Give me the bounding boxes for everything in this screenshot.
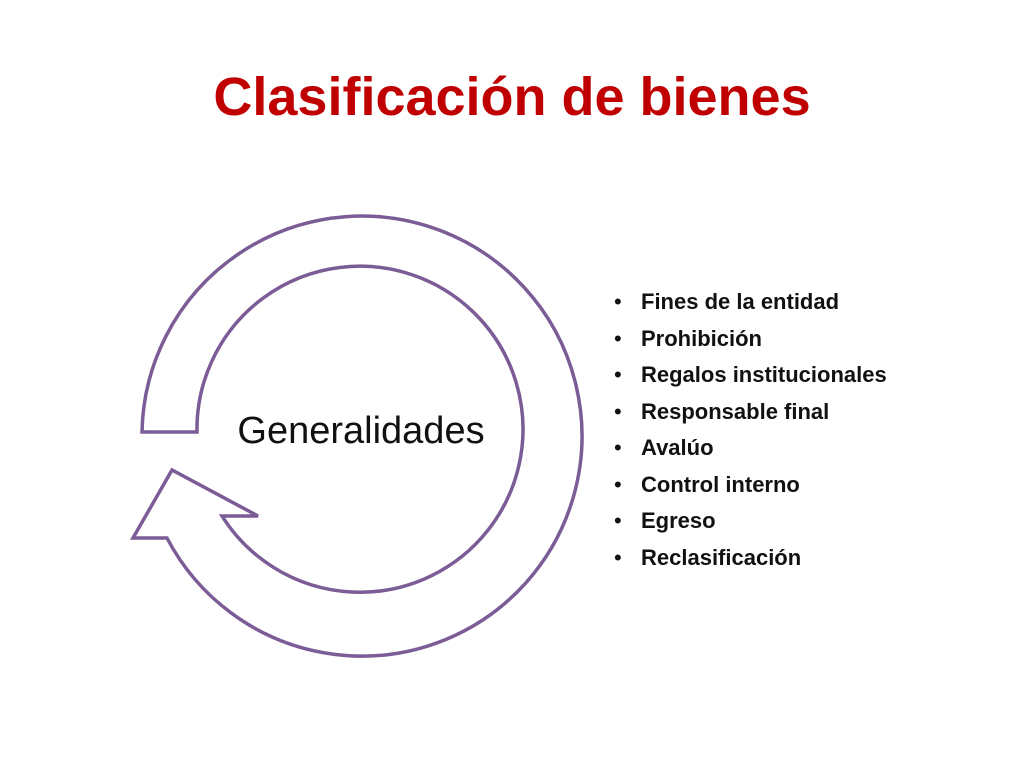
list-item: • Fines de la entidad [614, 284, 887, 321]
bullet-marker: • [614, 435, 622, 460]
list-item: • Regalos institucionales [614, 357, 887, 394]
bullet-marker: • [614, 398, 622, 424]
bullet-marker: • [614, 325, 622, 351]
list-item-label: Responsable final [641, 398, 830, 424]
list-item: • Avalúo [614, 430, 887, 467]
list-item: • Prohibición [614, 321, 887, 358]
list-item: • Egreso [614, 503, 887, 540]
list-item: • Responsable final [614, 394, 887, 431]
bullet-list: • Fines de la entidad • Prohibición • Regalos… [614, 284, 887, 576]
bullet-marker: • [614, 362, 622, 387]
circular-arrow-shape [129, 214, 584, 658]
list-item: • Reclasificación [614, 540, 887, 577]
center-label: Generalidades [237, 410, 485, 452]
list-item: • Control interno [614, 467, 887, 504]
list-item-label: Egreso [641, 508, 716, 533]
slide-title: Clasificación de bienes [213, 67, 811, 127]
bullet-marker: • [614, 289, 622, 314]
list-item-label: Regalos institucionales [641, 362, 887, 387]
list-item-label: Reclasificación [641, 544, 802, 570]
list-item-label: Fines de la entidad [641, 289, 840, 314]
list-item-label: Avalúo [641, 435, 714, 460]
bullet-marker: • [614, 544, 622, 570]
list-item-label: Prohibición [641, 325, 762, 351]
bullet-marker: • [614, 471, 622, 497]
list-item-label: Control interno [641, 471, 800, 497]
bullet-marker: • [614, 508, 622, 533]
